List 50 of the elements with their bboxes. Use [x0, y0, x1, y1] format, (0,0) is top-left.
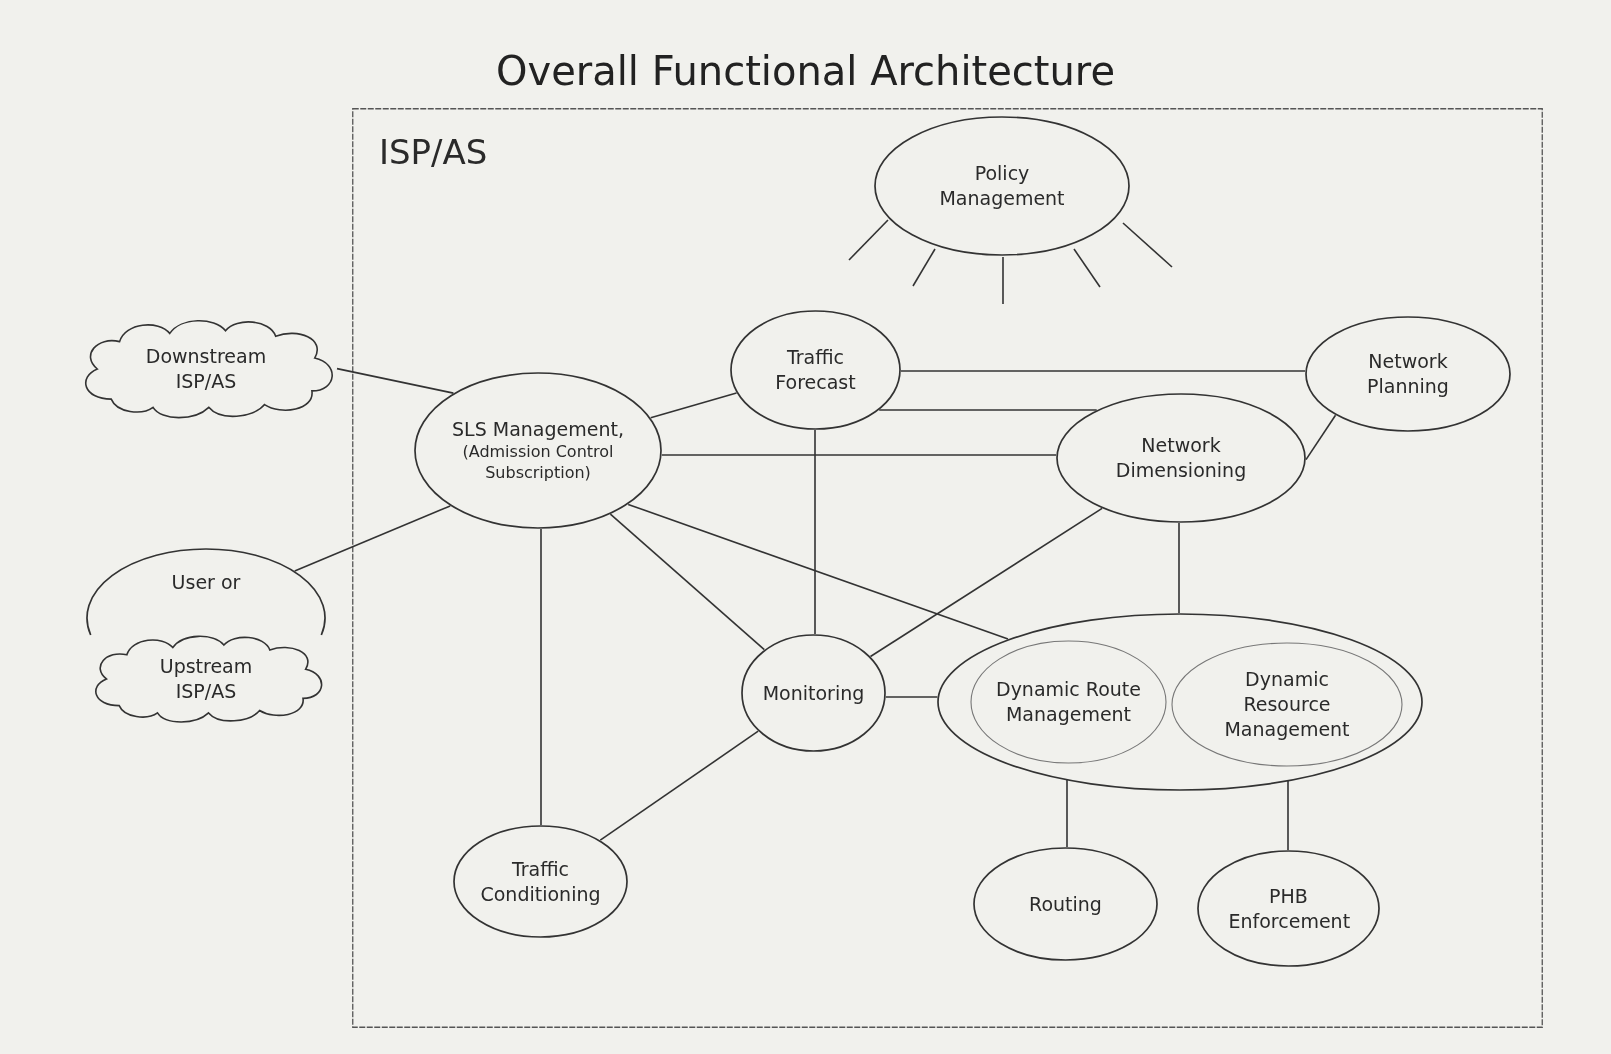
node-label: Monitoring: [762, 680, 865, 706]
process-ellipse: [414, 372, 662, 529]
node-label: Policy Management: [938, 161, 1066, 211]
connector-line: [900, 370, 1306, 372]
diagram-title: Overall Functional Architecture: [496, 48, 1115, 94]
process-ellipse: [741, 634, 886, 752]
node-label: Network Dimensioning: [1114, 433, 1248, 483]
node-sublabel: (Admission Control Subscription): [461, 442, 615, 484]
connector-line: [540, 528, 542, 826]
process-ellipse: [937, 613, 1423, 791]
connector-line: [627, 503, 1009, 640]
region-label: ISP/AS: [379, 131, 488, 174]
node-label: Routing: [1029, 891, 1102, 917]
boundary-box: [352, 108, 1543, 1028]
node-label: Downstream ISP/AS: [144, 344, 268, 394]
connector-line: [869, 507, 1103, 658]
connector-line: [814, 429, 816, 635]
process-ellipse: [1305, 316, 1511, 432]
node-label: PHB Enforcement: [1228, 883, 1349, 934]
ray-line: [1122, 222, 1173, 268]
process-ellipse: [874, 116, 1130, 256]
connector-line: [599, 730, 759, 841]
connector-line: [1178, 522, 1180, 614]
connector-line: [878, 409, 1098, 411]
node-label: SLS Management,: [452, 417, 624, 443]
ray-line: [1073, 248, 1101, 288]
process-ellipse: [973, 847, 1158, 961]
process-ellipse: [453, 825, 628, 938]
connector-line: [885, 696, 939, 698]
process-ellipse: [730, 310, 901, 430]
process-ellipse: [1197, 850, 1380, 967]
process-ellipse: [1171, 642, 1403, 767]
connector-line: [649, 392, 738, 419]
node-label: Network Planning: [1366, 349, 1450, 399]
connector-line: [1305, 414, 1337, 461]
connector-line: [661, 454, 1057, 456]
connector-line: [293, 505, 451, 572]
node-label: User or: [171, 570, 241, 595]
ray-line: [848, 219, 889, 261]
ray-line: [912, 248, 936, 287]
node-label: Traffic Forecast: [774, 345, 857, 395]
connector-line: [336, 367, 455, 394]
node-label: Upstream ISP/AS: [158, 654, 254, 704]
node-label: Dynamic Resource Management: [1223, 667, 1351, 742]
node-label: Dynamic Route Management: [995, 677, 1142, 727]
node-label: Traffic Conditioning: [479, 856, 602, 907]
process-ellipse: [970, 640, 1167, 764]
process-ellipse: [1056, 393, 1306, 523]
ray-line: [1002, 256, 1004, 305]
connector-line: [609, 513, 766, 651]
